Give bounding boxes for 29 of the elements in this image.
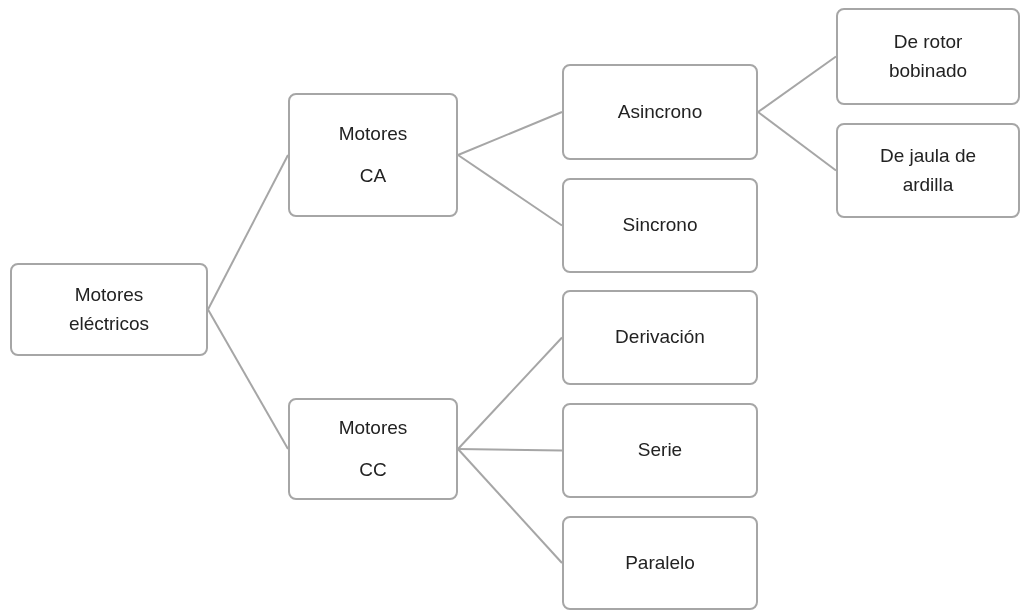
box-label: Motores eléctricos — [67, 283, 151, 336]
connector-line — [457, 448, 563, 452]
box-label: Serie — [637, 438, 683, 463]
connector-line — [207, 308, 289, 450]
category-box — [562, 516, 758, 610]
box-label: Asincrono — [617, 99, 703, 124]
category-box — [562, 178, 758, 273]
category-box — [836, 8, 1020, 105]
box-label: Motores CC — [337, 416, 409, 482]
connector-line — [457, 448, 563, 564]
connector-line — [207, 154, 289, 311]
category-box — [562, 64, 758, 160]
connector-line — [757, 111, 837, 172]
connector-line — [457, 111, 563, 156]
box-label: De rotor bobinado — [887, 30, 969, 83]
box-label: Derivación — [615, 325, 705, 350]
connector-line — [757, 55, 837, 113]
box-label: Paralelo — [625, 550, 695, 575]
category-box — [10, 263, 208, 356]
box-label: Motores CA — [337, 122, 409, 188]
box-label: De jaula de ardilla — [878, 144, 978, 197]
category-box — [288, 93, 458, 217]
box-label: Sincrono — [622, 213, 698, 238]
connector-line — [457, 154, 563, 227]
category-box — [288, 398, 458, 500]
category-box — [836, 123, 1020, 218]
category-box — [562, 290, 758, 385]
connector-line — [457, 336, 563, 450]
category-box — [562, 403, 758, 498]
